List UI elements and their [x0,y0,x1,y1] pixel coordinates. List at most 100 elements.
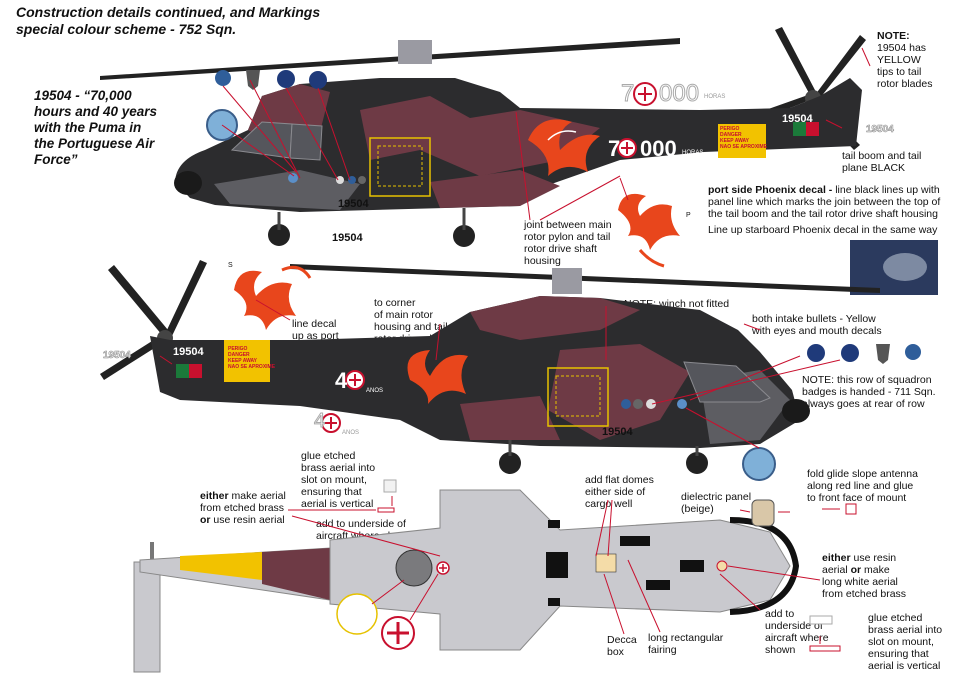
note-line: tips to tail [877,66,922,78]
note-line: Decca [607,634,637,646]
hours-sheet-unit: HORAS [704,94,726,100]
note-line: ensuring that [868,648,929,660]
note-line: slot on mount, [301,474,367,486]
note-line: add flat domes [585,474,654,486]
starboard-side-helicopter [100,260,921,481]
serial-tail-port: 19504 [782,113,813,125]
note-line: rotor blades [877,78,933,90]
underside-panel [546,552,568,578]
note-line: to corner [374,297,416,309]
note-text: use resin aerial [210,514,285,526]
tail-boom-note: tail boom and tail plane BLACK [842,150,977,174]
serial-sheet-port: 19504 [866,124,894,136]
dome-sample [336,593,378,635]
note-line: panel line which marks the join between … [708,196,941,208]
serial-fuselage-port: 19504 [338,198,369,210]
photo-detail [883,253,927,281]
note-line: slot on mount, [868,636,934,648]
leader-lines-middle [159,299,841,449]
main-rotor-blade [290,264,880,293]
note-line: box [607,646,624,658]
note-line: housing [524,255,561,267]
intake-bullets-note: both intake bullets - Yellow with eyes a… [752,313,952,337]
years-sheet-unit: ANOS [342,430,360,436]
either-aerial-note-left: either make aerial from etched brass or … [200,490,310,526]
cockpit-photo [850,240,938,295]
note-line: add to [765,608,795,620]
note-line: long white aerial [822,576,898,588]
note-line: dielectric panel [681,491,752,503]
corner-note: to corner of main rotor housing and tail… [374,297,484,345]
note-line: fairing [648,644,677,656]
note-line: from etched brass [822,588,907,600]
years-sheet-4: 4 [313,410,326,433]
note-line: underside of [765,620,823,632]
danger-line: PERIGO [720,126,740,132]
note-line: YELLOW [877,54,921,66]
note-bold: either [822,552,851,564]
winch-note: NOTE: winch not fitted [624,298,730,310]
camo-patch [360,96,600,176]
cargo-door-window [555,375,601,417]
cargo-door-window [377,145,423,187]
glide-slope-antenna [822,503,857,515]
note-line: the tail boom and the tail rotor drive s… [708,208,938,220]
note-line: along red line and glue [807,480,914,492]
wheel-well [395,549,433,587]
serial-sheet-starboard: 19504 [103,350,131,362]
history-caption: 19504 - “70,000 hours and 40 years with … [34,88,254,168]
dielectric-panel-note: dielectric panel (beige) [681,491,781,515]
cargo-door-outline [369,137,431,197]
camo-patch [460,396,560,440]
history-line: with the Puma in [34,120,142,135]
roundel-sample [381,616,415,650]
note-line: add to underside of [316,518,406,530]
hours-unit: HORAS [682,150,704,156]
note-line: to front face of mount [807,492,907,504]
note-bold: or [850,564,862,576]
flag-red [189,364,202,378]
danger-line: NAO SE APROXIME [228,364,276,370]
note-text: use resin [850,552,897,564]
nose-aerial-mount [716,560,728,572]
note-line: (beige) [681,503,714,515]
note-bold: or [200,514,211,526]
danger-line: DANGER [228,352,250,358]
note-line: line decal [292,318,337,330]
hours-marking-7: 7 [608,136,620,161]
decca-box [595,553,617,573]
note-line: rotor drive shaft [524,243,597,255]
cockpit-window [289,123,323,161]
danger-line: KEEP AWAY [720,138,749,144]
history-line: hours and 40 years [34,104,158,119]
tail-rotor [757,27,866,150]
note-line: aircraft where [765,632,829,644]
note-line: cargo well [585,498,633,510]
note-line: brass aerial into [301,462,376,474]
title-line-2: special colour scheme - 752 Sqn. [16,21,237,37]
note-heading: NOTE: [877,30,910,42]
fairing-note: long rectangular fairing [648,632,758,656]
phoenix-decal-starboard [407,350,468,404]
camo-patch [430,170,560,208]
decca-note: Decca box [607,634,647,658]
note-text: make [861,564,890,576]
history-line: the Portuguese Air [34,136,155,151]
note-line: rotor pylon and tail [524,231,611,243]
underside-panel [620,536,650,546]
nose-radome [174,171,202,195]
note-line: aerial is vertical [301,498,374,510]
note-line: either side of [585,486,646,498]
badges-note: NOTE: this row of squadron badges is han… [802,374,972,410]
note-line: up as port [292,330,339,342]
nose-wheel [268,224,290,246]
history-line: Force” [34,152,78,167]
danger-line: PERIGO [228,346,248,352]
note-line: glue etched [301,450,356,462]
serial-sheet-black: 19504 [332,232,363,244]
hours-marking-000: 000 [640,136,677,161]
danger-line: KEEP AWAY [228,358,257,364]
note-line: long rectangular [648,632,724,644]
years-unit: ANOS [366,388,384,394]
underside-panel [646,580,670,590]
